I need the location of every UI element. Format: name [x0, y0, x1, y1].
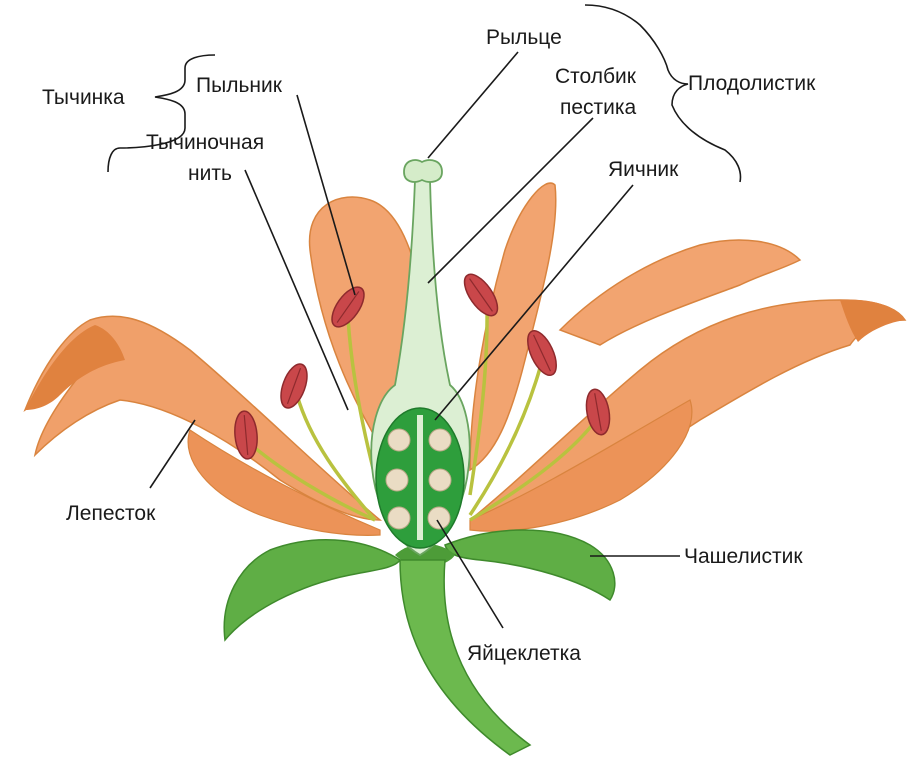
- label-ovary: Яичник: [608, 158, 679, 181]
- ovule: [428, 428, 452, 452]
- ovules: [385, 428, 452, 530]
- anther-1: [234, 410, 258, 460]
- label-filament-2: нить: [188, 162, 232, 185]
- ovule: [385, 468, 409, 492]
- leader-stigma: [427, 51, 519, 159]
- label-sepal: Чашелистик: [684, 545, 803, 568]
- leader-petal: [149, 419, 196, 489]
- anther-6: [585, 388, 611, 436]
- petal-right-upper: [558, 239, 802, 346]
- leader-style: [427, 117, 594, 284]
- ovule: [387, 428, 411, 452]
- sepal-left: [223, 539, 402, 642]
- label-stamen: Тычинка: [42, 86, 125, 109]
- brace-stamen: [107, 54, 216, 173]
- anther-4: [463, 273, 499, 317]
- anthers: [234, 273, 611, 460]
- labels: Тычинка Пыльник Тычиночная нить Рыльце С…: [42, 26, 816, 665]
- label-ovule: Яйцеклетка: [467, 642, 581, 665]
- anther-5: [527, 330, 557, 376]
- stem: [399, 559, 532, 756]
- petal-right-tip: [840, 299, 905, 342]
- petal-lower-right: [469, 399, 693, 532]
- leader-filament: [244, 169, 349, 411]
- ovule: [427, 506, 451, 530]
- filament-6: [469, 418, 598, 522]
- leader-ovary: [434, 184, 634, 421]
- label-petal: Лепесток: [66, 502, 156, 525]
- ovule: [428, 468, 452, 492]
- label-stigma: Рыльце: [486, 26, 562, 49]
- label-carpel: Плодолистик: [688, 72, 816, 95]
- pistil: [370, 159, 471, 557]
- filament-4: [468, 304, 489, 496]
- label-anther: Пыльник: [196, 74, 283, 97]
- petal-left-fold: [25, 325, 125, 410]
- ovary-septum: [417, 415, 423, 540]
- label-style-1: Столбик: [555, 65, 637, 88]
- stigma: [403, 159, 443, 183]
- leader-lines: [149, 51, 680, 629]
- leader-ovule: [436, 519, 504, 629]
- filament-5: [468, 367, 542, 516]
- brace-carpel: [584, 4, 742, 183]
- petal-lower-left: [187, 429, 381, 536]
- leader-anther: [296, 94, 356, 296]
- anther-3: [331, 286, 365, 328]
- filament-2: [295, 394, 377, 522]
- ovule: [387, 506, 411, 530]
- anther-2: [280, 363, 308, 409]
- sepal-right: [444, 529, 616, 602]
- filament-1: [246, 440, 376, 522]
- label-style-2: пестика: [560, 96, 637, 119]
- label-filament-1: Тычиночная: [146, 131, 264, 154]
